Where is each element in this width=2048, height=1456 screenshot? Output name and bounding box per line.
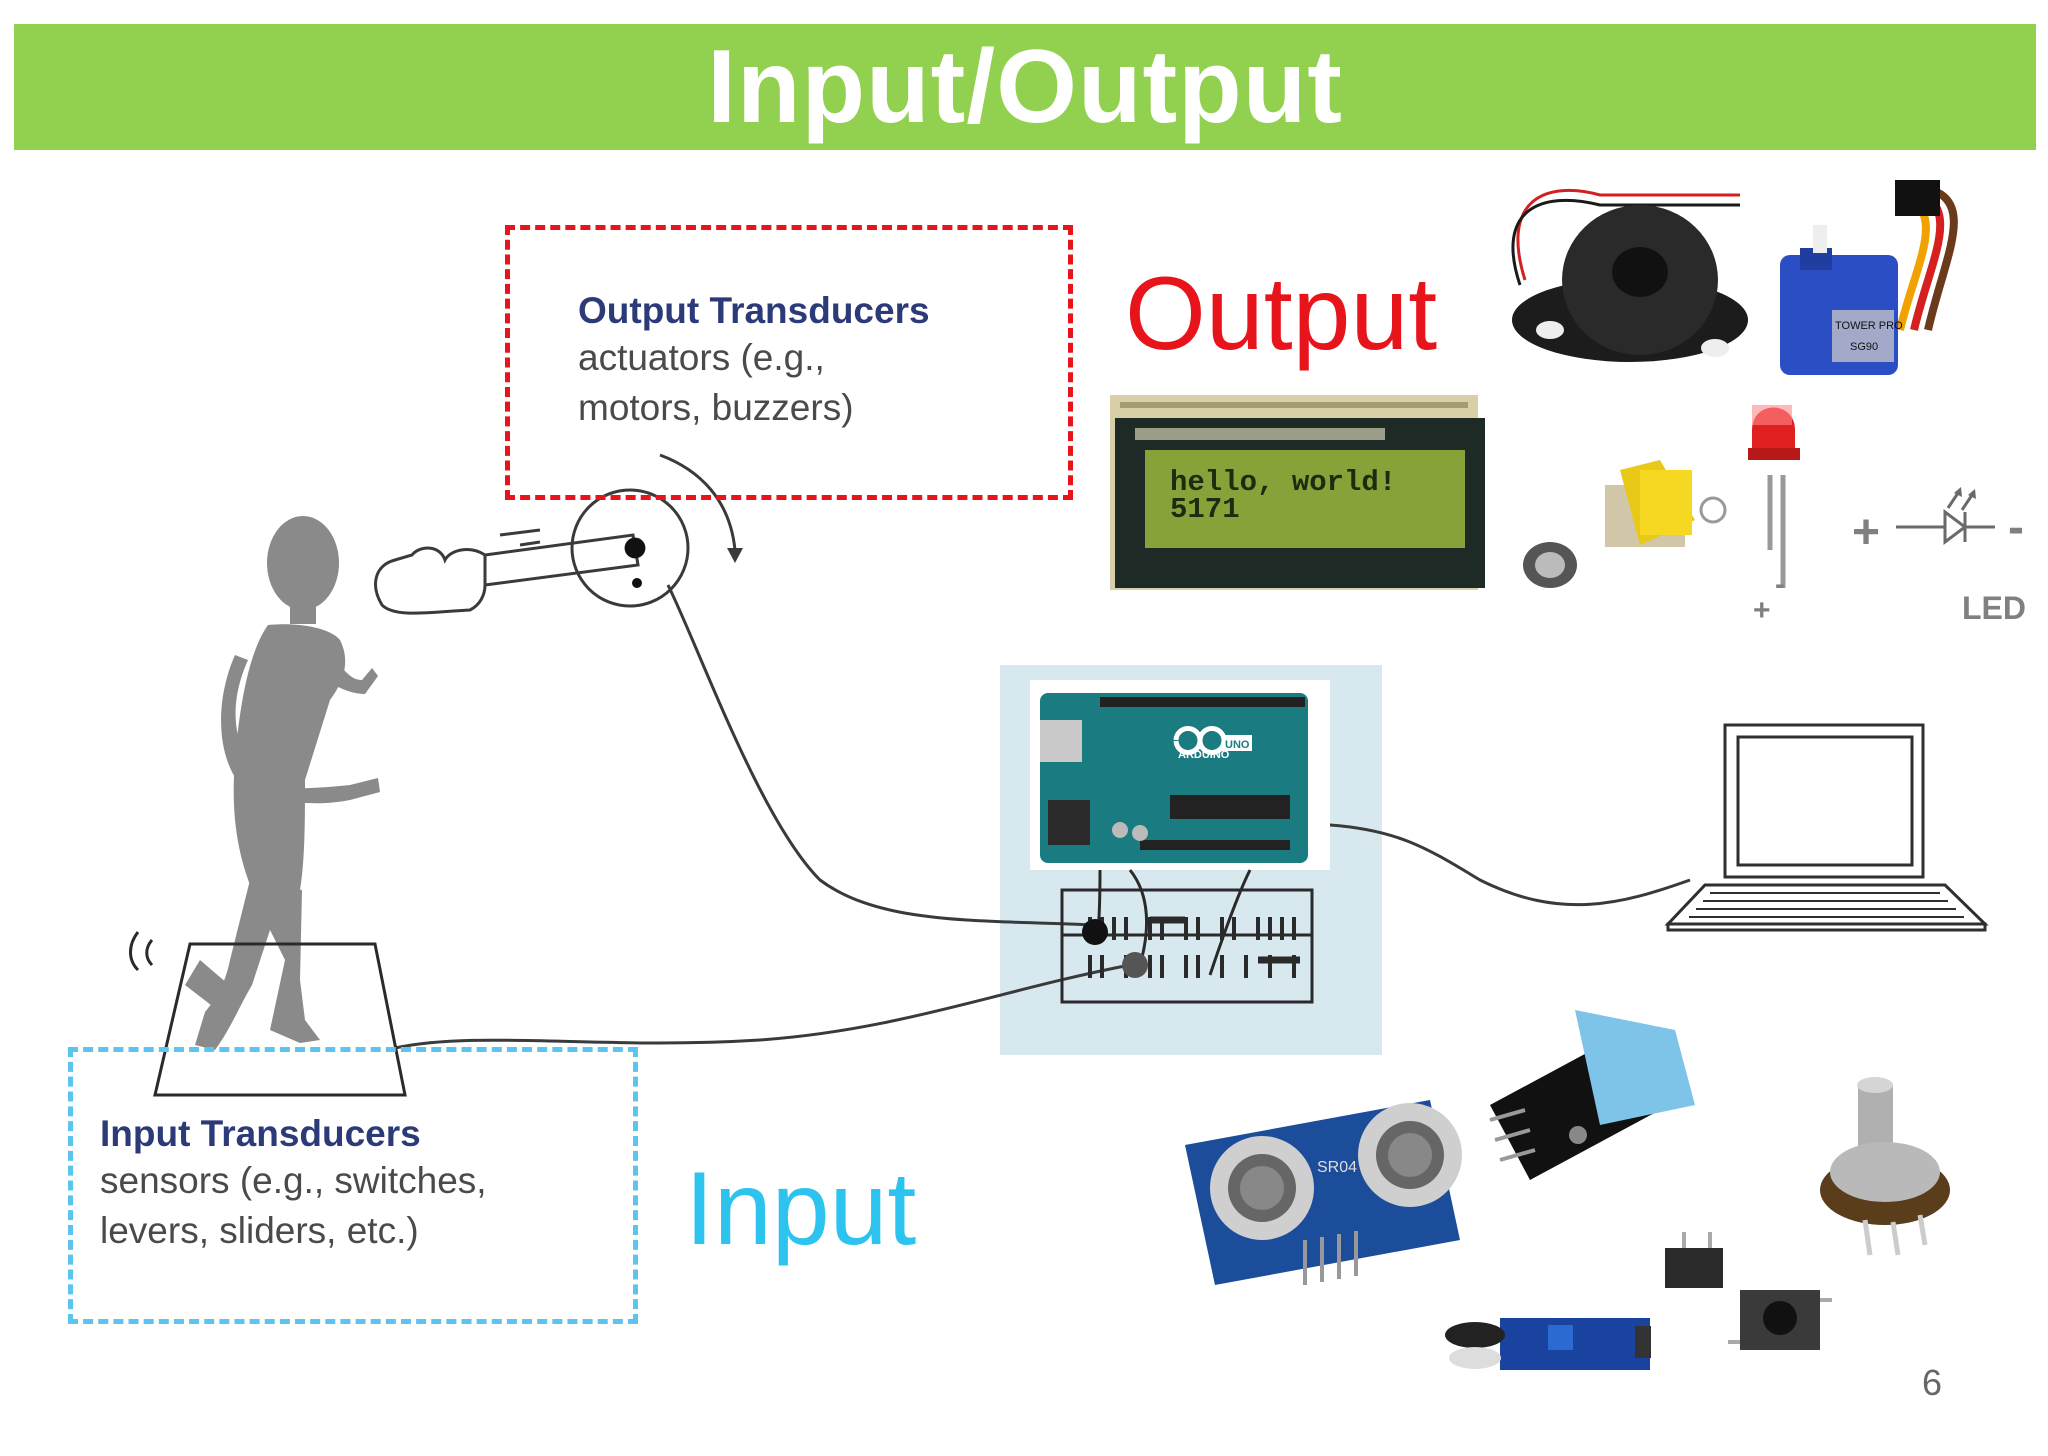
wires (394, 584, 1691, 1050)
slide-title: Input/Output (707, 28, 1343, 145)
red-led (1748, 405, 1800, 588)
lcd-line-1: hello, world! (1170, 466, 1396, 499)
output-transducer-box (505, 225, 1073, 500)
led-minus-sign: - (2008, 501, 2024, 554)
wire-board-to-laptop (1329, 823, 1691, 907)
servo-model-label: SG90 (1850, 341, 1878, 353)
wire-pad-to-board (394, 963, 1131, 1050)
page-number: 6 (1922, 1362, 1943, 1403)
potentiometer (1820, 1077, 1950, 1256)
output-label: Output (1125, 256, 1438, 372)
vibration-marks (129, 931, 154, 972)
person-silhouette (185, 516, 380, 1050)
led-plus-sign: + (1852, 506, 1881, 559)
input-transducer-heading: Input Transducers (100, 1113, 421, 1154)
input-label: Input (685, 1151, 917, 1267)
arduino-model: UNO (1225, 739, 1250, 751)
lcd-display: hello, world! 5171 (1110, 395, 1485, 590)
rotation-arrowhead (727, 548, 743, 563)
servo-brand-label: TOWER PRO (1835, 320, 1903, 332)
glove-shape (374, 546, 487, 615)
servo-motor: TOWER PRO SG90 (1780, 180, 1958, 375)
led-symbol (1896, 489, 1995, 545)
buzzer (1511, 188, 1748, 362)
led-symbol-arrowheads (1954, 487, 1976, 499)
motor-wheel (570, 488, 690, 608)
gear-motor (1523, 460, 1727, 588)
output-transducer-line-1: actuators (e.g., (578, 337, 825, 378)
ultrasonic-model-label: SR04 (1317, 1159, 1357, 1176)
output-transducer-line-2: motors, buzzers) (578, 387, 854, 428)
arduino-brand: ARDUINO (1178, 749, 1230, 761)
laptop-icon (1664, 723, 1989, 932)
ultrasonic-sensor: SR04 (1185, 1100, 1462, 1285)
led-label: LED (1962, 590, 2026, 626)
input-transducer-line-2: levers, sliders, etc.) (100, 1210, 419, 1251)
humidity-sensor (1489, 1010, 1695, 1180)
pressure-pad (153, 942, 407, 1097)
title-bar: Input/Output (14, 24, 2036, 150)
led-anode-plus: + (1753, 594, 1771, 627)
wire-motor-to-board (666, 584, 1096, 927)
output-transducer-heading: Output Transducers (578, 290, 930, 331)
input-transducer-box (68, 1047, 638, 1324)
input-transducer-line-1: sensors (e.g., switches, (100, 1160, 487, 1201)
lcd-line-2: 5171 (1170, 493, 1240, 526)
push-buttons (1665, 1232, 1832, 1350)
arduino-board: ARDUINO UNO (1030, 680, 1330, 870)
led-cathode-minus: - (1775, 568, 1785, 601)
ir-sensor (1445, 1318, 1651, 1370)
